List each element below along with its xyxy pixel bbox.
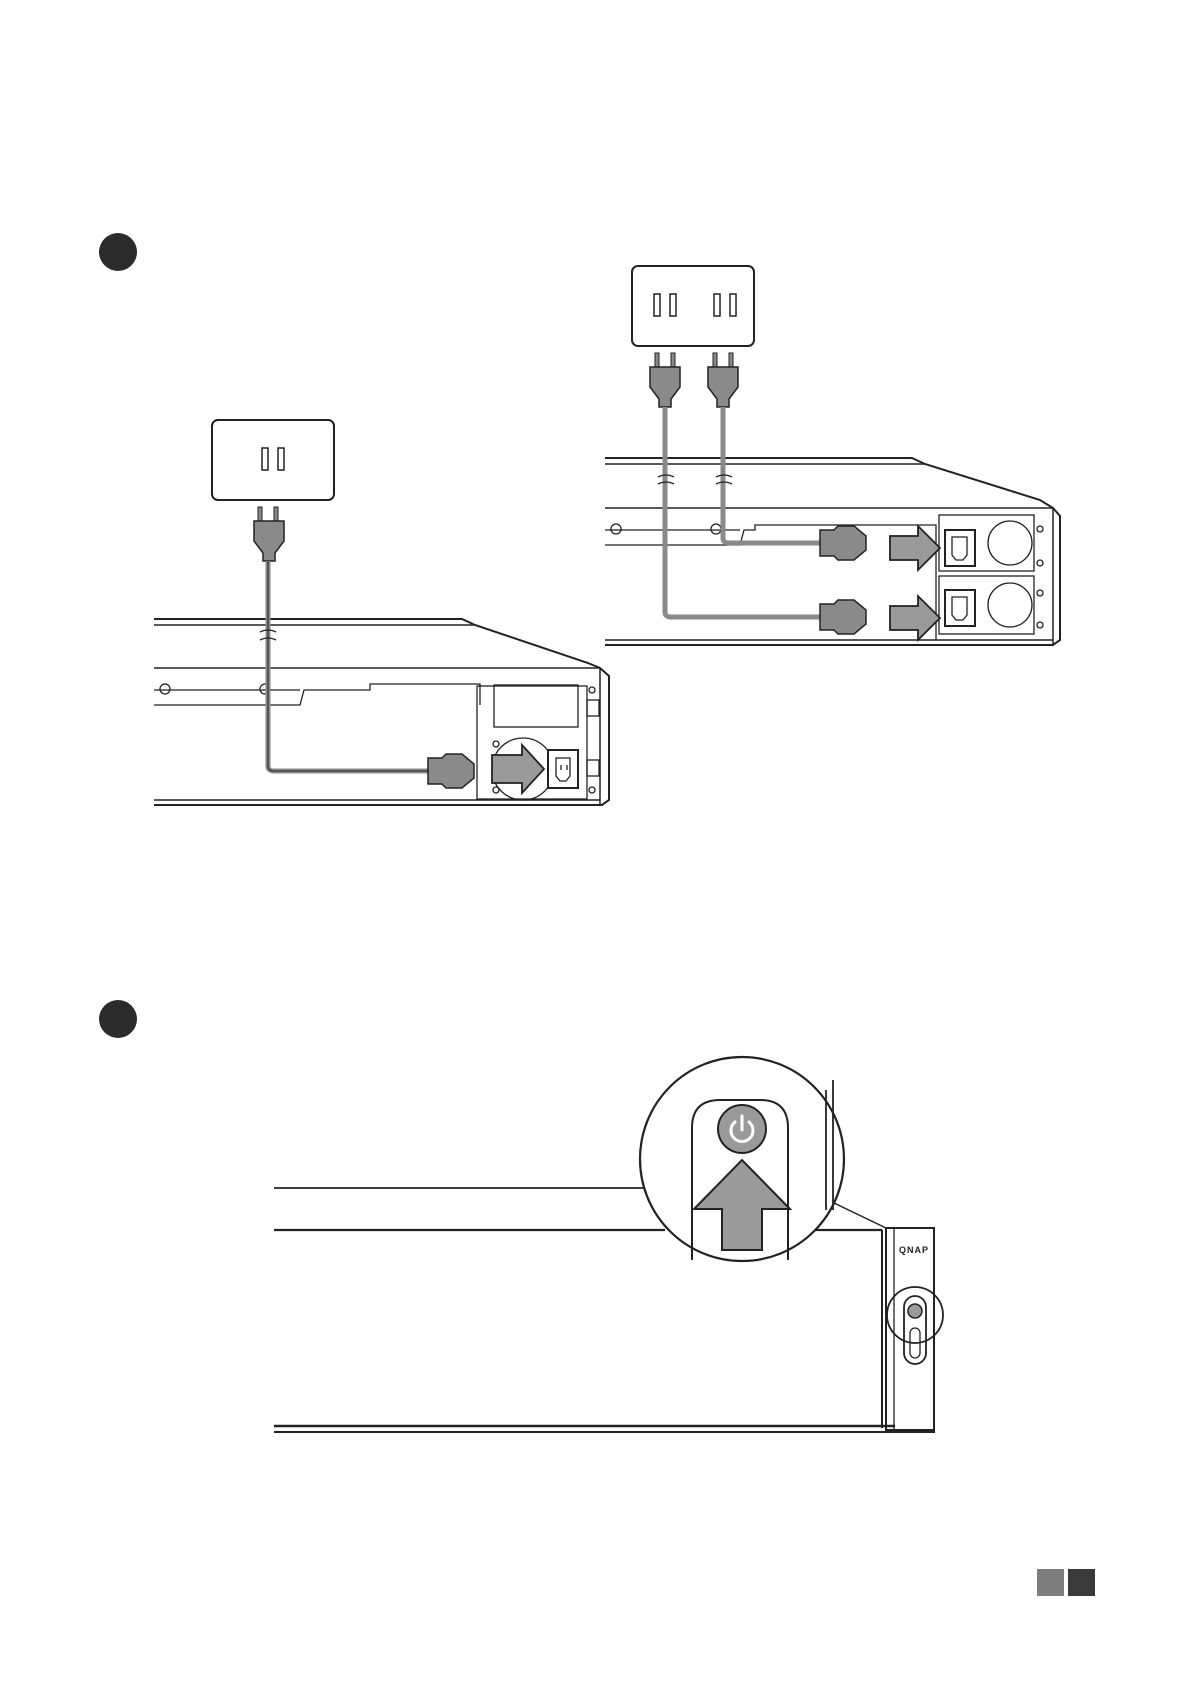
step-1-illustration bbox=[0, 0, 1190, 900]
press-arrow bbox=[694, 1160, 790, 1250]
page-square-dark bbox=[1068, 1569, 1095, 1596]
zoom-circle bbox=[640, 1057, 844, 1261]
insert-arrow-bottom bbox=[890, 596, 940, 640]
power-button bbox=[718, 1105, 766, 1153]
power-symbol-icon bbox=[731, 1116, 753, 1141]
power-plug-icon bbox=[708, 353, 738, 407]
insert-arrow-top bbox=[890, 526, 940, 570]
power-plug-icon bbox=[650, 353, 680, 407]
page-square-light bbox=[1037, 1569, 1064, 1596]
insert-arrow-single bbox=[492, 745, 544, 793]
step-2-marker bbox=[99, 1000, 137, 1038]
panel-highlight-circle bbox=[887, 1287, 943, 1343]
dual-psu-unit bbox=[605, 266, 1060, 645]
page-corner-marks bbox=[1037, 1569, 1095, 1596]
front-panel bbox=[886, 1228, 934, 1430]
power-cable-dual bbox=[658, 407, 866, 634]
power-plug-icon bbox=[254, 507, 284, 561]
qnap-logo: QNAP bbox=[899, 1245, 929, 1255]
power-cable-single bbox=[260, 561, 474, 788]
wall-outlet-single bbox=[212, 420, 334, 500]
single-psu-unit bbox=[154, 420, 609, 805]
